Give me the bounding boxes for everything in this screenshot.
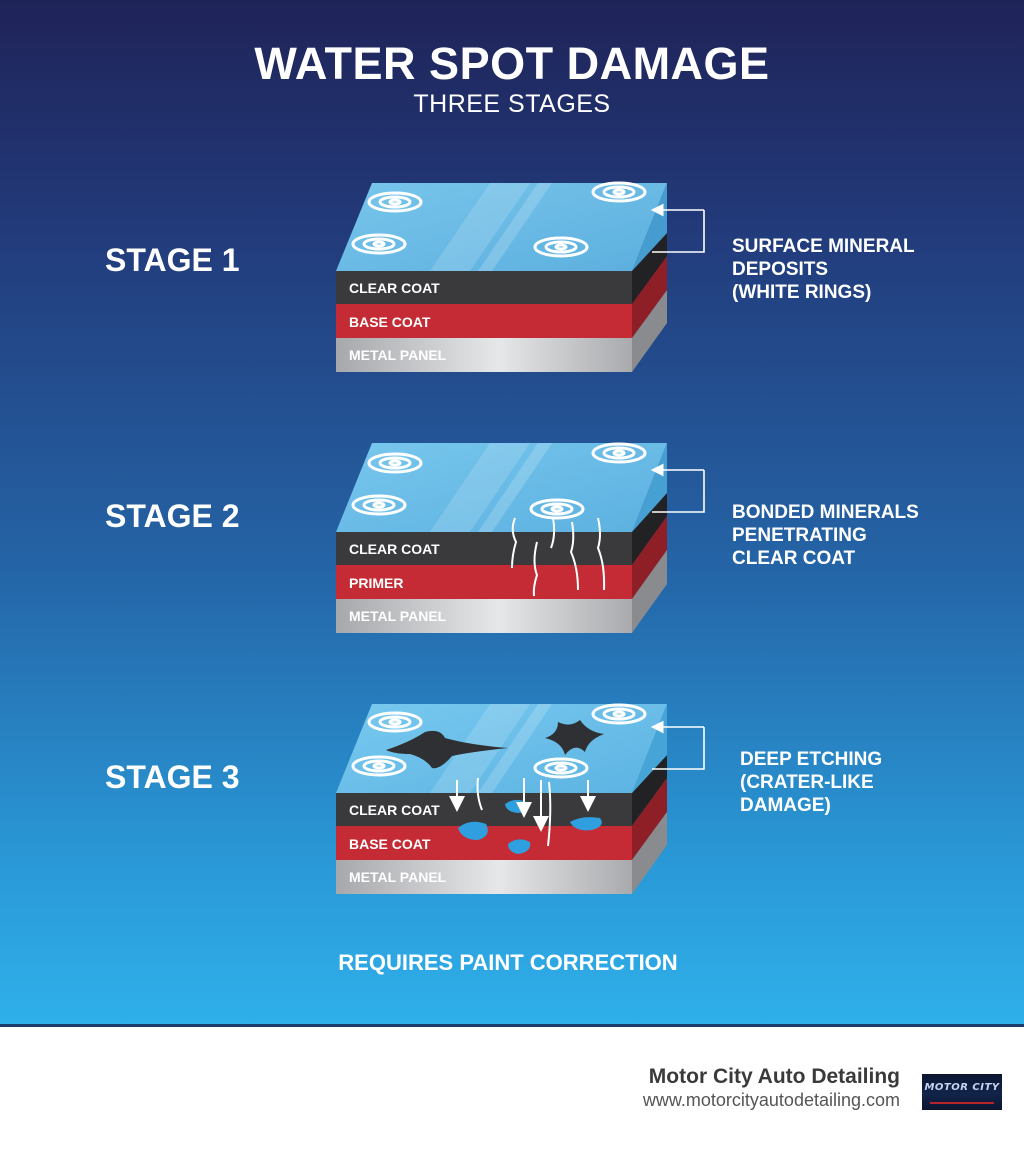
stage-3-clear-side [632,755,667,826]
brand-logo-stripe [930,1102,994,1104]
stage-3-label: STAGE 3 [105,759,240,795]
stage-3-layer-3-label: METAL PANEL [349,869,447,885]
stage-1-clear-side [632,233,667,304]
stage-2-description: BONDED MINERALS PENETRATING CLEAR COAT [732,501,919,570]
stage-3-etch-crater-1 [386,730,508,769]
stage-2-bracket-lower [652,470,705,513]
stages-diagram: CLEAR COAT BASE COAT METAL PANEL [336,181,705,894]
stage-2-desc-line-3: CLEAR COAT [732,548,856,569]
stage-2-layer-3-label: METAL PANEL [349,608,447,624]
stage-2-metal-panel [336,599,632,633]
stage-2-glare-thin [478,443,552,532]
stage-2-desc-line-2: PENETRATING [732,525,867,546]
stage-2-block: CLEAR COAT PRIMER METAL PANEL [336,442,705,633]
brand-logo-text: MOTOR CITY [924,1082,1000,1093]
page-title: WATER SPOT DAMAGE [254,38,770,89]
stage-1-description: SURFACE MINERAL DEPOSITS (WHITE RINGS) [732,235,915,304]
stage-1-bracket-lower [652,210,705,253]
stage-2-primer [336,565,632,599]
stage-3-white-rings [351,703,647,779]
stage-3-base-side [632,778,667,860]
stage-2-primer-side [632,516,667,599]
stage-3-layer-1-label: CLEAR COAT [349,802,440,818]
brand-logo: MOTOR CITY [922,1074,1002,1110]
stage-2-metal-side [632,550,667,633]
stage-1-label: STAGE 1 [105,242,240,278]
stage-3-metal-panel [336,860,632,894]
stage-3-etch-lines [449,777,596,847]
stage-1-base-side [632,256,667,338]
stage-1-layer-3-label: METAL PANEL [349,347,447,363]
stage-1-layer-2-label: BASE COAT [349,314,431,330]
stage-3-desc-line-2: (CRATER-LIKE [740,772,874,793]
stage-3-layer-2-label: BASE COAT [349,836,431,852]
stage-2-clear-coat [336,532,632,565]
infographic-panel: WATER SPOT DAMAGE THREE STAGES STAGE 1 S… [0,0,1024,1026]
brand-url[interactable]: www.motorcityautodetailing.com [642,1090,900,1110]
stage-1-white-rings [351,181,647,258]
stage-2-layer-1-label: CLEAR COAT [349,541,440,557]
stage-3-metal-side [632,812,667,894]
stage-3-desc-line-3: DAMAGE) [740,795,831,816]
stage-2-desc-line-1: BONDED MINERALS [732,502,919,523]
paint-correction-note: REQUIRES PAINT CORRECTION [338,950,678,975]
stage-1-block: CLEAR COAT BASE COAT METAL PANEL [336,181,705,372]
stage-1-desc-line-3: (WHITE RINGS) [732,282,872,303]
stage-1-clear-coat [336,271,632,304]
stage-3-desc-line-1: DEEP ETCHING [740,749,883,770]
footer-divider [0,1024,1024,1027]
brand-name: Motor City Auto Detailing [648,1065,900,1088]
stage-1-desc-line-1: SURFACE MINERAL [732,236,915,257]
stage-2-cracks [511,517,606,597]
stage-3-glare-thin [478,704,552,793]
stage-3-description: DEEP ETCHING (CRATER-LIKE DAMAGE) [740,748,882,817]
stage-2-clear-side [632,493,667,565]
stage-2-layer-2-label: PRIMER [349,575,403,591]
stage-2-label: STAGE 2 [105,498,240,534]
page-subtitle: THREE STAGES [413,90,611,118]
stage-3-bracket-lower [652,727,705,770]
stage-2-white-rings [351,442,647,520]
stage-1-metal-side [632,290,667,372]
stage-1-layer-1-label: CLEAR COAT [349,280,440,296]
stage-1-glare-thin [478,183,552,271]
stage-1-desc-line-2: DEPOSITS [732,259,829,280]
stage-1-base-coat [336,304,632,338]
stage-3-block: CLEAR COAT BASE COAT METAL PANEL [336,703,705,894]
stage-1-metal-panel [336,338,632,372]
stage-3-etch-crater-2 [545,720,604,755]
stage-1-glare [430,183,530,271]
stage-2-glare [430,443,530,532]
